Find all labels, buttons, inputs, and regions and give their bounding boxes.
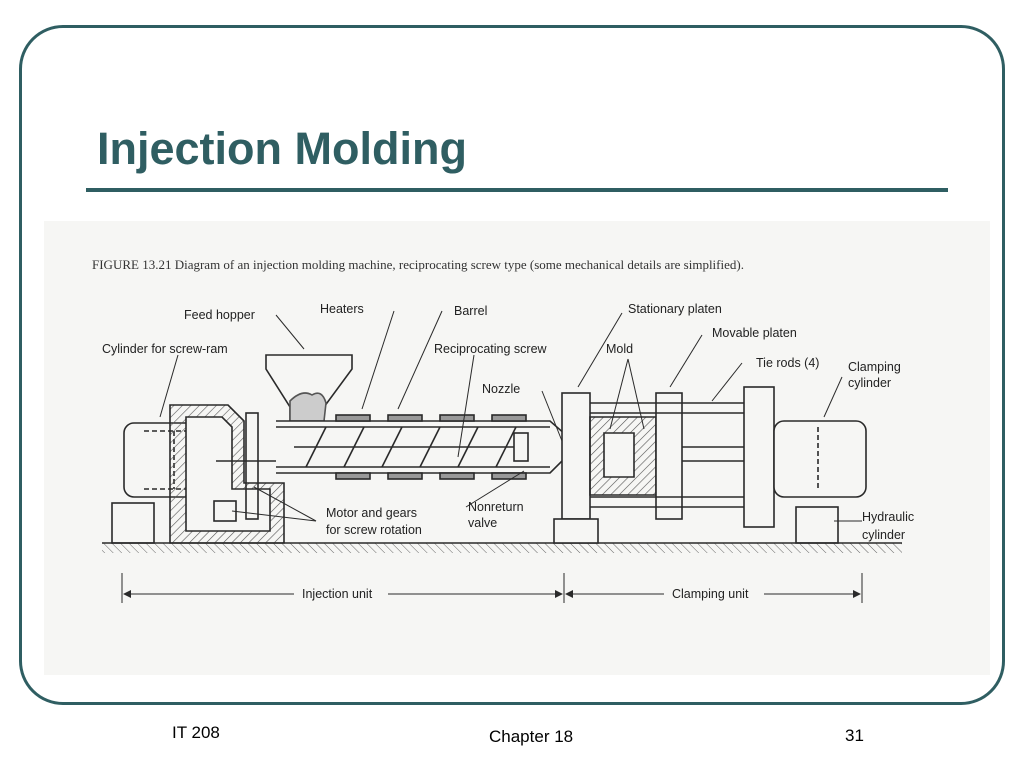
- label-feed-hopper: Feed hopper: [184, 308, 255, 322]
- heater-bands: [335, 414, 527, 480]
- label-reciprocating-screw: Reciprocating screw: [434, 342, 548, 356]
- title-underline: [86, 188, 948, 192]
- label-motor-gears-1: Motor and gears: [326, 506, 417, 520]
- label-movable-platen: Movable platen: [712, 326, 797, 340]
- diagram-figure: FIGURE 13.21 Diagram of an injection mol…: [44, 221, 990, 675]
- label-injection-unit: Injection unit: [302, 587, 373, 601]
- footer-chapter: Chapter 18: [489, 727, 574, 746]
- footer-course: IT 208: [172, 723, 220, 742]
- label-clamping-unit: Clamping unit: [672, 587, 749, 601]
- base-ground: [102, 543, 902, 553]
- movable-platen: [655, 392, 683, 520]
- slide-title: Injection Molding: [97, 123, 467, 174]
- page-number: 31: [845, 726, 864, 745]
- label-nonreturn-valve-2: valve: [468, 516, 497, 530]
- label-cylinder-screw-ram: Cylinder for screw-ram: [102, 342, 228, 356]
- hydraulic-cylinder-box: [795, 506, 839, 544]
- figure-caption: FIGURE 13.21 Diagram of an injection mol…: [92, 257, 744, 272]
- label-hydraulic-cylinder-2: cylinder: [862, 528, 905, 542]
- label-nozzle: Nozzle: [482, 382, 520, 396]
- leader-lines: [159, 310, 862, 522]
- label-hydraulic-cylinder-1: Hydraulic: [862, 510, 914, 524]
- rear-platen: [743, 386, 775, 528]
- stationary-platen: [561, 392, 591, 520]
- clamping-cylinder: [773, 420, 867, 498]
- label-tie-rods: Tie rods (4): [756, 356, 819, 370]
- label-barrel: Barrel: [454, 304, 487, 318]
- reciprocating-screw: [294, 426, 529, 468]
- label-clamping-cylinder-1: Clamping: [848, 360, 901, 374]
- pump-box: [111, 502, 155, 544]
- label-nonreturn-valve-1: Nonreturn: [468, 500, 524, 514]
- slide-frame: [19, 25, 1005, 705]
- label-motor-gears-2: for screw rotation: [326, 523, 422, 537]
- injection-molding-diagram: FIGURE 13.21 Diagram of an injection mol…: [92, 257, 914, 603]
- label-heaters: Heaters: [320, 302, 364, 316]
- label-stationary-platen: Stationary platen: [628, 302, 722, 316]
- label-clamping-cylinder-2: cylinder: [848, 376, 891, 390]
- label-mold: Mold: [606, 342, 633, 356]
